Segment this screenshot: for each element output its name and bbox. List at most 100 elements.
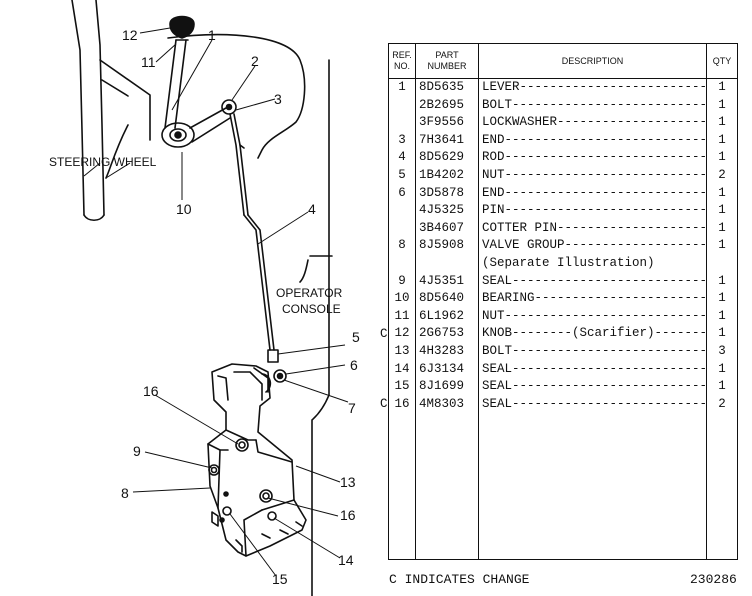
- qty-cell: 1: [706, 290, 738, 308]
- description-cell: COTTER PIN---------------------: [478, 219, 707, 238]
- qty-cell: 2: [706, 166, 738, 185]
- ref-cell: [388, 202, 416, 220]
- ref-cell: 11: [388, 307, 416, 326]
- operator-label: OPERATOR: [276, 286, 343, 300]
- change-mark-ref-12: C: [380, 326, 388, 341]
- ref-cell: 16: [388, 395, 416, 414]
- callout-11: 11: [141, 54, 156, 70]
- part-number-cell: 3D5878: [415, 184, 479, 203]
- qty-cell: 2: [706, 395, 738, 414]
- seal-14: [267, 511, 277, 521]
- qty-cell: 1: [706, 237, 738, 255]
- part-number-cell: 2G6753: [415, 325, 479, 343]
- description-cell: BOLT---------------------------: [478, 342, 707, 361]
- change-mark-ref-16: C: [380, 396, 388, 411]
- description-cell: ROD----------------------------: [478, 149, 707, 167]
- seal-16-upper: [235, 438, 249, 452]
- part-number-cell: 4H3283: [415, 342, 479, 361]
- description-cell: (Separate Illustration): [478, 254, 707, 273]
- ref-cell: 14: [388, 360, 416, 379]
- header-qty: QTY: [706, 43, 738, 79]
- part-number-cell: 3B4607: [415, 219, 479, 238]
- callout-2: 2: [251, 53, 259, 69]
- header-description: DESCRIPTION: [478, 43, 707, 79]
- part-number-cell: 2B2695: [415, 96, 479, 115]
- callout-10: 10: [176, 201, 192, 217]
- description-cell: PIN----------------------------: [478, 202, 707, 220]
- description-cell: LEVER--------------------------: [478, 78, 707, 97]
- drawing-number: 230286: [690, 572, 737, 587]
- qty-cell: 1: [706, 114, 738, 132]
- qty-cell: 1: [706, 307, 738, 326]
- qty-cell: 1: [706, 325, 738, 343]
- ref-cell: 13: [388, 342, 416, 361]
- part-number-cell: 6L1962: [415, 307, 479, 326]
- qty-cell: 1: [706, 149, 738, 167]
- description-cell: SEAL---------------------------: [478, 378, 707, 396]
- steering-wheel-label: STEERING WHEEL: [49, 155, 157, 169]
- cab-outline: [167, 33, 306, 159]
- ref-cell: [388, 114, 416, 132]
- description-cell: BOLT---------------------------: [478, 96, 707, 115]
- callout-16-upper: 16: [143, 383, 159, 399]
- ref-cell: 10: [388, 290, 416, 308]
- callout-7: 7: [348, 400, 356, 416]
- ref-cell: 9: [388, 272, 416, 291]
- qty-cell: 1: [706, 378, 738, 396]
- description-cell: SEAL---------------------------: [478, 272, 707, 291]
- qty-cell: 1: [706, 219, 738, 238]
- callout-1: 1: [208, 27, 216, 43]
- description-cell: SEAL---------------------------: [478, 395, 707, 414]
- bearing: [161, 122, 195, 148]
- description-cell: VALVE GROUP--------------------: [478, 237, 707, 255]
- ref-cell: 15: [388, 378, 416, 396]
- ref-cell: 12: [388, 325, 416, 343]
- description-cell: END----------------------------: [478, 184, 707, 203]
- callout-4: 4: [308, 201, 316, 217]
- ref-cell: 6: [388, 184, 416, 203]
- qty-cell: 3: [706, 342, 738, 361]
- table-filler-row: [388, 413, 738, 561]
- callout-9: 9: [133, 443, 141, 459]
- qty-cell: 1: [706, 96, 738, 115]
- part-number-cell: [415, 254, 479, 273]
- qty-cell: [706, 254, 738, 273]
- part-number-cell: 8D5629: [415, 149, 479, 167]
- description-cell: END----------------------------: [478, 131, 707, 150]
- qty-cell: 1: [706, 184, 738, 203]
- description-cell: KNOB--------(Scarifier)--------: [478, 325, 707, 343]
- qty-cell: 1: [706, 78, 738, 97]
- callout-6: 6: [350, 357, 358, 373]
- qty-cell: 1: [706, 360, 738, 379]
- ref-cell: [388, 254, 416, 273]
- callout-12: 12: [122, 27, 138, 43]
- rod-end-upper: [221, 99, 237, 115]
- callout-5: 5: [352, 329, 360, 345]
- ref-cell: 4: [388, 149, 416, 167]
- lever: [164, 39, 177, 129]
- description-cell: NUT----------------------------: [478, 307, 707, 326]
- ref-cell: [388, 96, 416, 115]
- ref-cell: [388, 219, 416, 238]
- part-number-cell: 8D5640: [415, 290, 479, 308]
- console-label: CONSOLE: [282, 302, 341, 316]
